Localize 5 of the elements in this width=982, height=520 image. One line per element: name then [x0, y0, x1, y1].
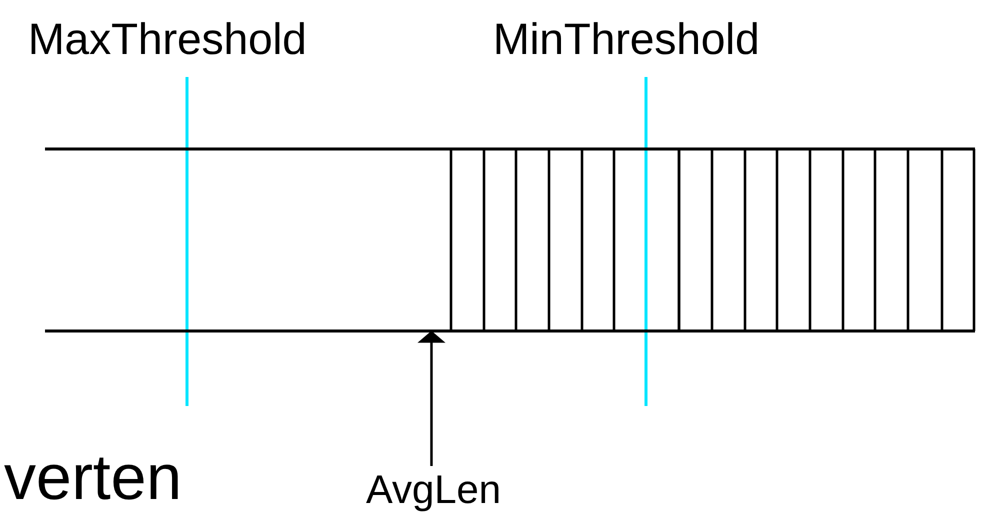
threshold-label: MaxThreshold	[28, 18, 307, 62]
pointer-label: AvgLen	[366, 470, 501, 510]
queue-drawing	[45, 148, 976, 332]
caption-text: verten	[4, 445, 182, 509]
threshold-label: MinThreshold	[493, 18, 760, 62]
